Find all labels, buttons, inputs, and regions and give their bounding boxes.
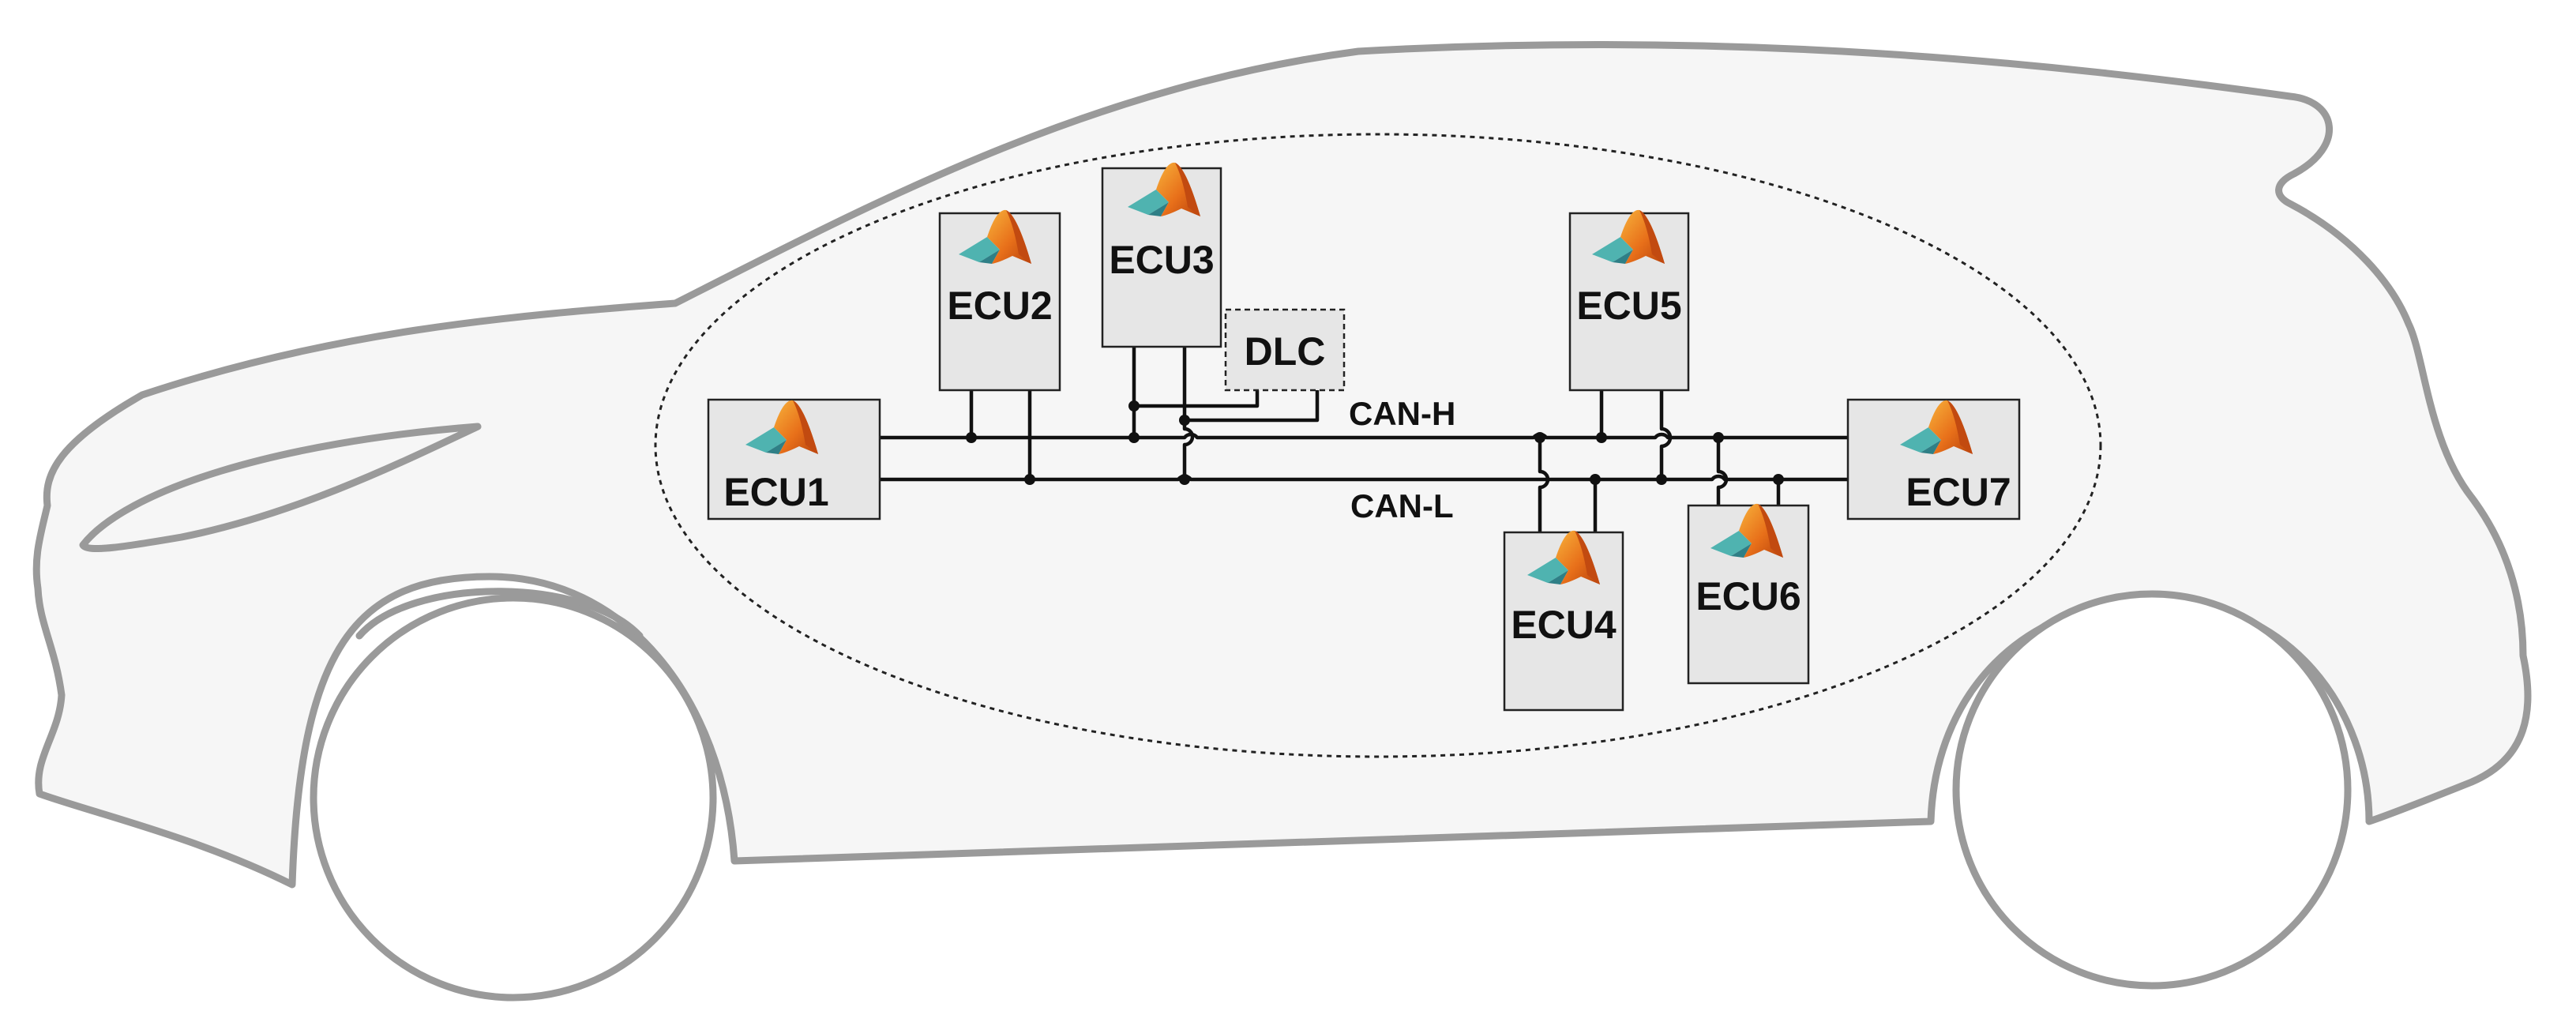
- ecu7-label: ECU7: [1906, 470, 2011, 514]
- can-l-label: CAN-L: [1350, 487, 1454, 524]
- ecu5-label: ECU5: [1576, 284, 1681, 328]
- ecu3-label: ECU3: [1109, 238, 1214, 282]
- ecu4-module: ECU4: [1503, 530, 1624, 712]
- ecu5-module: ECU5: [1568, 209, 1690, 392]
- ecu2-module: ECU2: [938, 209, 1061, 392]
- dlc-label: DLC: [1245, 329, 1326, 374]
- ecu3-module: ECU3: [1101, 162, 1222, 348]
- ecu4-label: ECU4: [1511, 603, 1617, 647]
- ecu6-label: ECU6: [1695, 574, 1801, 618]
- rear-wheel: [1952, 590, 2352, 990]
- ecu1-label: ECU1: [723, 470, 828, 514]
- can-h-label: CAN-H: [1349, 395, 1455, 432]
- car-silhouette: [32, 40, 2532, 1002]
- network-boundary: [654, 133, 2102, 758]
- ecu1-module: ECU1: [707, 398, 881, 521]
- front-wheel: [310, 594, 717, 1002]
- ecu7-module: ECU7: [1846, 398, 2021, 521]
- ecu2-label: ECU2: [947, 284, 1052, 328]
- ecu6-module: ECU6: [1687, 503, 1810, 685]
- dlc-module: DLC: [1224, 308, 1346, 392]
